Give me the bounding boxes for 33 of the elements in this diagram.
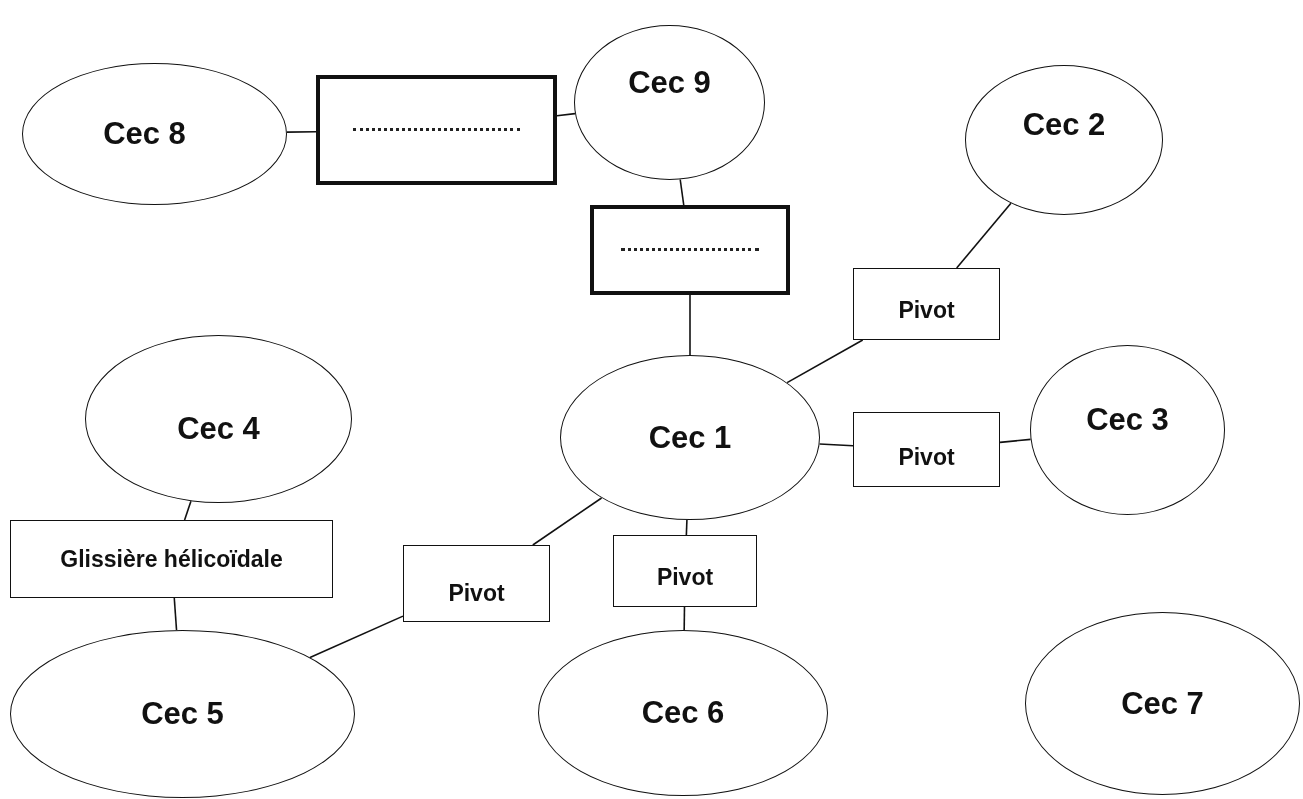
connector-line xyxy=(999,438,1032,444)
answer-box xyxy=(316,75,557,185)
connector-line xyxy=(689,294,691,356)
joint-box xyxy=(10,520,333,598)
connector-line xyxy=(309,615,404,659)
part-name: Cec 5 xyxy=(141,696,224,732)
joint-box xyxy=(853,412,1000,487)
joint-name: Pivot xyxy=(656,563,714,591)
part-name: Cec 7 xyxy=(1121,685,1204,722)
joint-box xyxy=(613,535,757,607)
connector-line xyxy=(532,497,603,546)
connector-line xyxy=(286,130,317,133)
connector-line xyxy=(786,339,864,384)
connector-line xyxy=(556,112,576,117)
part-name: Cec 8 xyxy=(103,116,186,152)
connector-line xyxy=(173,597,178,631)
part-name: Cec 4 xyxy=(177,411,260,447)
part-name: Cec 1 xyxy=(648,419,732,456)
connector-line xyxy=(679,178,685,206)
joint-name: Pivot xyxy=(898,444,955,471)
part-name: Cec 3 xyxy=(1086,402,1169,438)
connector-line xyxy=(683,606,686,631)
part-name: Cec 2 xyxy=(1022,107,1106,143)
joint-box xyxy=(853,268,1000,340)
joint-name: Pivot xyxy=(448,580,505,607)
answer-box xyxy=(590,205,790,295)
joint-name: Glissière hélicoïdale xyxy=(60,545,283,573)
joint-name: Pivot xyxy=(898,296,955,324)
part-name: Cec 6 xyxy=(641,695,725,731)
joint-box xyxy=(403,545,550,622)
part-name: Cec 9 xyxy=(628,64,711,101)
connector-line xyxy=(818,443,854,447)
connector-line xyxy=(955,202,1012,269)
